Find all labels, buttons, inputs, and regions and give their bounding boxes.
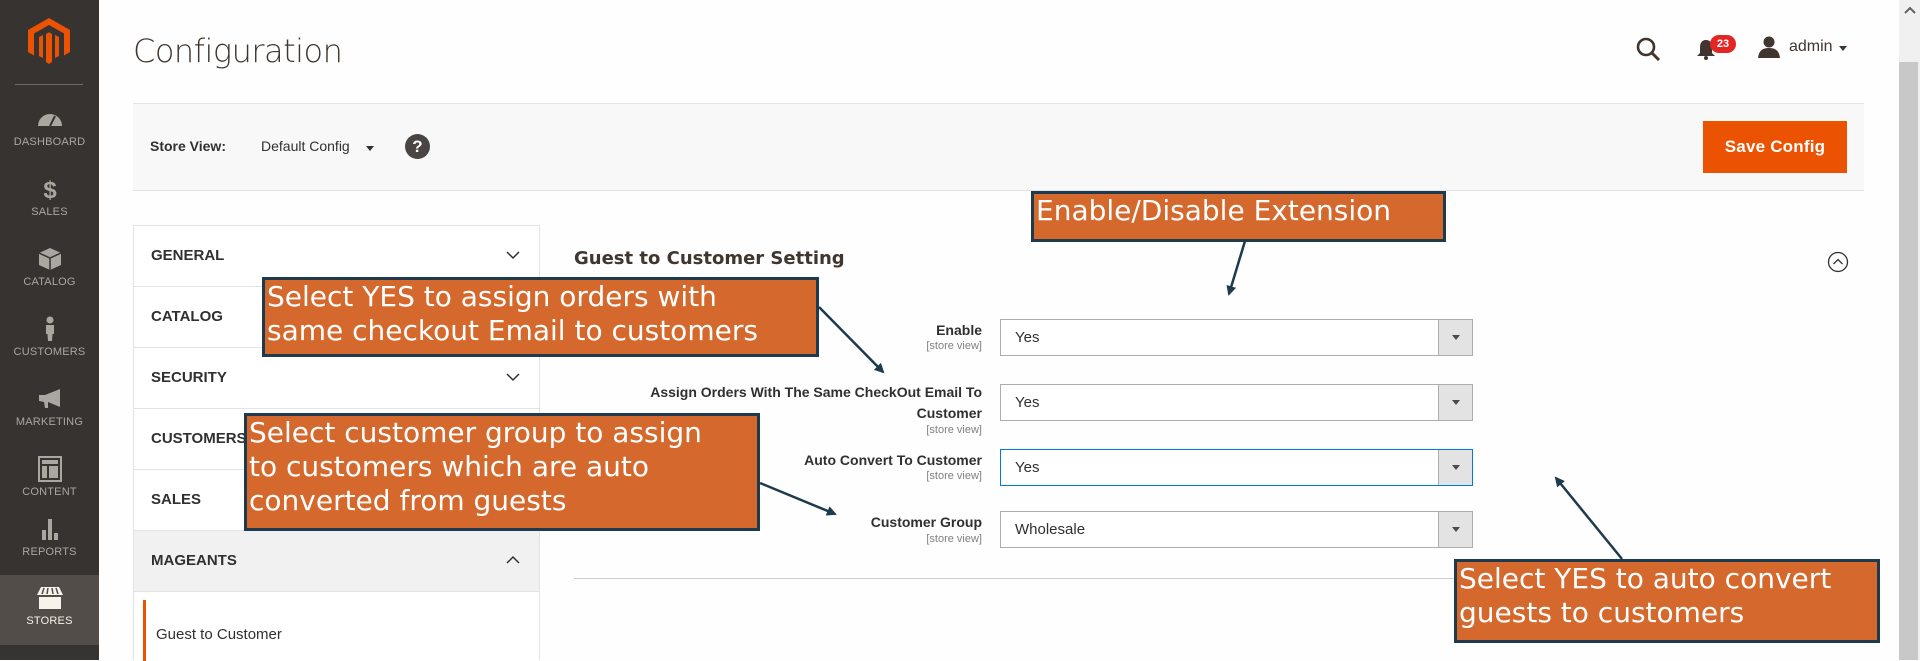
section-label: CATALOG bbox=[151, 308, 223, 325]
annotation-text: guests to customers bbox=[1459, 596, 1745, 629]
field-label-assign-orders: Assign Orders With The Same CheckOut Ema… bbox=[650, 384, 982, 400]
admin-sidebar: DASHBOARD $ SALES CATALOG CUSTOMERS MARK… bbox=[0, 0, 99, 660]
store-view-switcher[interactable]: Default Config bbox=[261, 138, 350, 154]
logo-separator bbox=[15, 84, 83, 85]
section-label: CUSTOMERS bbox=[151, 430, 247, 447]
annotation-text: same checkout Email to customers bbox=[267, 314, 758, 347]
config-section-general[interactable]: GENERAL bbox=[134, 226, 539, 287]
page-title: Configuration bbox=[133, 32, 343, 70]
collapse-section-icon[interactable] bbox=[1827, 251, 1849, 273]
search-icon[interactable] bbox=[1635, 36, 1661, 62]
layout-icon bbox=[37, 456, 62, 482]
sidebar-item-dashboard[interactable]: DASHBOARD bbox=[0, 96, 99, 166]
box-icon bbox=[38, 248, 61, 270]
sidebar-item-sales[interactable]: $ SALES bbox=[0, 166, 99, 236]
bar-chart-icon bbox=[41, 519, 58, 540]
store-view-bar: Store View: Default Config ? Save Config bbox=[133, 103, 1864, 191]
annotation-text: converted from guests bbox=[249, 484, 567, 517]
notifications-badge[interactable]: 23 bbox=[1710, 35, 1736, 53]
config-item-guest-to-customer[interactable]: Guest to Customer bbox=[143, 600, 539, 661]
field-scope: [store view] bbox=[926, 533, 982, 545]
enable-select[interactable]: Yes bbox=[1000, 319, 1473, 356]
select-value: Yes bbox=[1015, 329, 1040, 346]
select-value: Yes bbox=[1015, 394, 1040, 411]
chevron-down-icon bbox=[506, 251, 520, 260]
store-view-label: Store View: bbox=[150, 138, 226, 154]
annotation-text: Select YES to auto convert bbox=[1459, 562, 1832, 595]
dashboard-gauge-icon bbox=[37, 114, 62, 127]
chevron-down-icon bbox=[506, 373, 520, 382]
scroll-up-icon[interactable] bbox=[1904, 5, 1916, 15]
sidebar-item-label: CATALOG bbox=[23, 276, 76, 288]
annotation-customer-group: Select customer group to assign to custo… bbox=[244, 413, 760, 531]
sidebar-item-catalog[interactable]: CATALOG bbox=[0, 236, 99, 306]
annotation-assign-orders: Select YES to assign orders with same ch… bbox=[262, 277, 819, 357]
customer-group-select[interactable]: Wholesale bbox=[1000, 511, 1473, 548]
annotation-enable: Enable/Disable Extension bbox=[1031, 191, 1446, 242]
chevron-down-icon[interactable] bbox=[1438, 512, 1472, 547]
sidebar-item-label: STORES bbox=[26, 615, 73, 627]
chevron-down-icon[interactable] bbox=[366, 146, 374, 151]
magento-logo-icon[interactable] bbox=[28, 18, 70, 64]
select-value: Wholesale bbox=[1015, 521, 1086, 538]
field-label-auto-convert: Auto Convert To Customer bbox=[804, 452, 982, 468]
sidebar-item-label: MARKETING bbox=[15, 416, 84, 428]
chevron-down-icon[interactable] bbox=[1438, 320, 1472, 355]
save-config-button[interactable]: Save Config bbox=[1703, 121, 1847, 173]
person-icon bbox=[45, 316, 54, 341]
storefront-icon bbox=[36, 587, 63, 609]
annotation-text: Enable/Disable Extension bbox=[1036, 194, 1392, 227]
help-icon[interactable]: ? bbox=[405, 134, 430, 159]
auto-convert-select[interactable]: Yes bbox=[1000, 449, 1473, 486]
section-label: MAGEANTS bbox=[151, 552, 237, 569]
section-label: SALES bbox=[151, 491, 202, 508]
svg-text:$: $ bbox=[43, 177, 57, 202]
scrollbar-thumb[interactable] bbox=[1899, 62, 1918, 660]
chevron-down-icon[interactable] bbox=[1839, 46, 1847, 51]
sidebar-item-reports[interactable]: REPORTS bbox=[0, 506, 99, 576]
annotation-text: Select YES to assign orders with bbox=[267, 280, 717, 313]
field-label-enable: Enable bbox=[936, 322, 982, 338]
sidebar-item-content[interactable]: CONTENT bbox=[0, 446, 99, 516]
sidebar-item-label: REPORTS bbox=[22, 546, 77, 558]
annotation-text: Select customer group to assign bbox=[249, 416, 702, 449]
section-label: GENERAL bbox=[151, 247, 225, 264]
sidebar-item-label: CUSTOMERS bbox=[13, 346, 86, 358]
megaphone-icon bbox=[38, 389, 60, 408]
user-menu[interactable]: admin bbox=[1789, 38, 1833, 55]
chevron-down-icon[interactable] bbox=[1438, 385, 1472, 420]
user-icon[interactable] bbox=[1757, 36, 1781, 58]
assign-orders-select[interactable]: Yes bbox=[1000, 384, 1473, 421]
field-scope: [store view] bbox=[926, 470, 982, 482]
section-divider bbox=[574, 578, 1864, 579]
annotation-auto-convert: Select YES to auto convert guests to cus… bbox=[1454, 559, 1880, 643]
field-label-customer-group: Customer Group bbox=[870, 514, 982, 530]
config-item-label: Guest to Customer bbox=[156, 626, 282, 643]
sidebar-item-label: SALES bbox=[31, 206, 68, 218]
dollar-icon: $ bbox=[43, 177, 57, 202]
chevron-down-icon[interactable] bbox=[1438, 450, 1472, 485]
chevron-up-icon bbox=[506, 555, 520, 564]
field-scope: [store view] bbox=[926, 424, 982, 436]
config-section-mageants[interactable]: MAGEANTS bbox=[134, 531, 539, 592]
select-value: Yes bbox=[1015, 459, 1040, 476]
sidebar-item-customers[interactable]: CUSTOMERS bbox=[0, 306, 99, 376]
sidebar-item-label: DASHBOARD bbox=[13, 136, 86, 148]
config-section-security[interactable]: SECURITY bbox=[134, 348, 539, 409]
sidebar-item-stores[interactable]: STORES bbox=[0, 575, 99, 645]
annotation-text: to customers which are auto bbox=[249, 450, 650, 483]
field-scope: [store view] bbox=[926, 340, 982, 352]
field-label-assign-orders-line2: Customer bbox=[916, 405, 982, 421]
sidebar-item-marketing[interactable]: MARKETING bbox=[0, 376, 99, 446]
section-title[interactable]: Guest to Customer Setting bbox=[574, 248, 845, 269]
section-label: SECURITY bbox=[151, 369, 227, 386]
sidebar-item-label: CONTENT bbox=[22, 486, 77, 498]
